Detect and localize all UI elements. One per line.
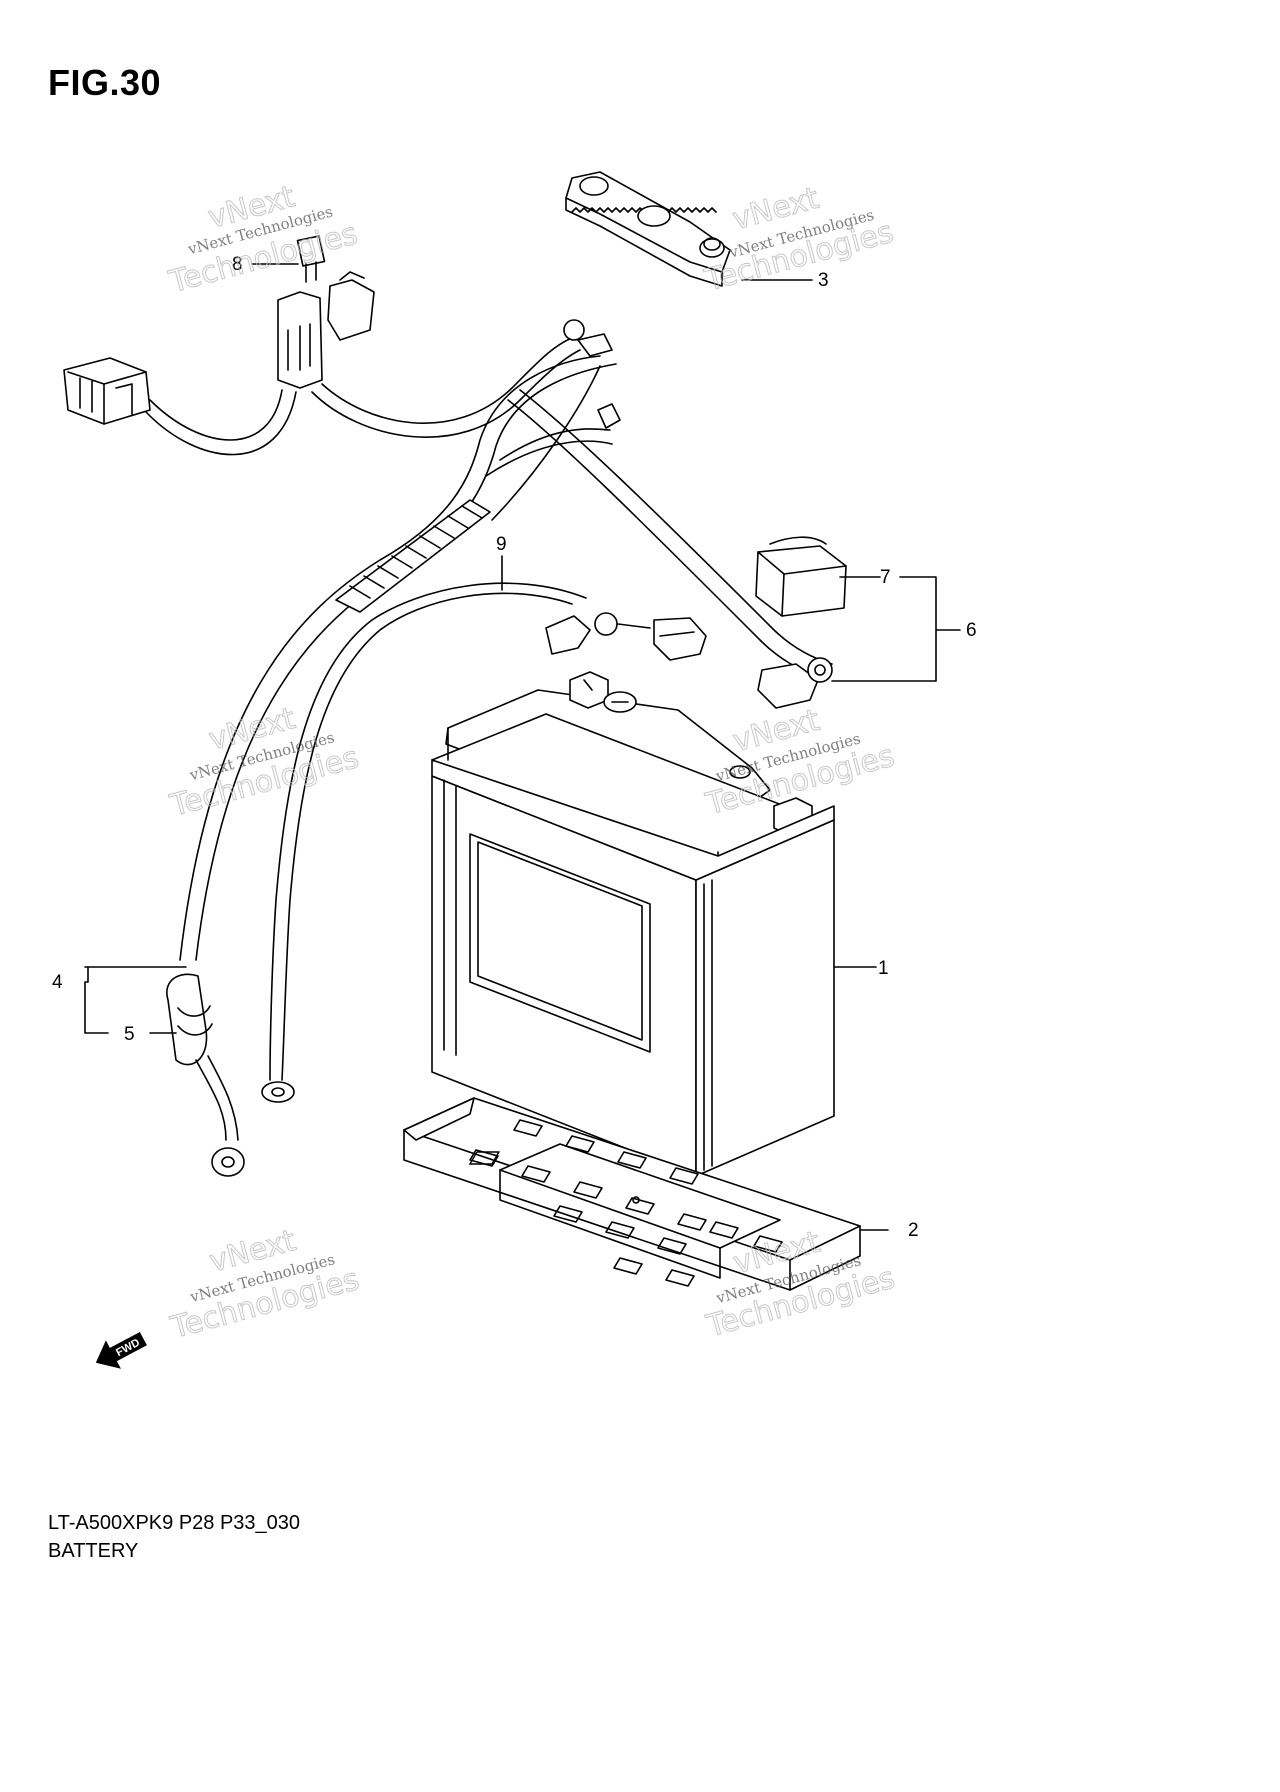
- battery-part: [431, 671, 835, 1177]
- callout-4: 4: [52, 972, 63, 993]
- callout-6: 6: [966, 620, 977, 641]
- callout-3: 3: [818, 270, 829, 291]
- watermark-mid-left: vNext Technologies vNext Technologies: [166, 701, 363, 825]
- battery-tray-part: [403, 1097, 861, 1291]
- watermark-top-right: vNext Technologies vNext Technologies: [700, 180, 897, 299]
- callout-9: 9: [496, 534, 507, 555]
- fwd-arrow-icon: FWD: [95, 1331, 147, 1369]
- figure-title: FIG.30: [48, 62, 162, 103]
- callout-1: 1: [878, 958, 889, 979]
- positive-terminal-part: [757, 657, 833, 709]
- callout-2: 2: [908, 1220, 919, 1241]
- battery-strap-part: [565, 171, 731, 287]
- figure-code: LT-A500XPK9 P28 P33_030: [48, 1512, 301, 1534]
- figure-name: BATTERY: [48, 1540, 139, 1562]
- fwd-label: FWD: [114, 1337, 142, 1359]
- wiring-harness: [63, 271, 613, 456]
- callout-8: 8: [232, 254, 243, 275]
- terminal-cover-part: [755, 536, 847, 617]
- watermark-top-left: vNext Technologies vNext Technologies: [165, 179, 362, 301]
- callout-7: 7: [880, 567, 891, 588]
- battery-lead-part: [166, 355, 833, 1177]
- callout-leaders: [84, 263, 961, 1231]
- lead-wire-part: [261, 582, 707, 1103]
- fuse-part: [296, 235, 326, 283]
- watermark-bottom-left: vNext Technologies vNext Technologies: [166, 1223, 363, 1347]
- callout-5: 5: [124, 1024, 135, 1045]
